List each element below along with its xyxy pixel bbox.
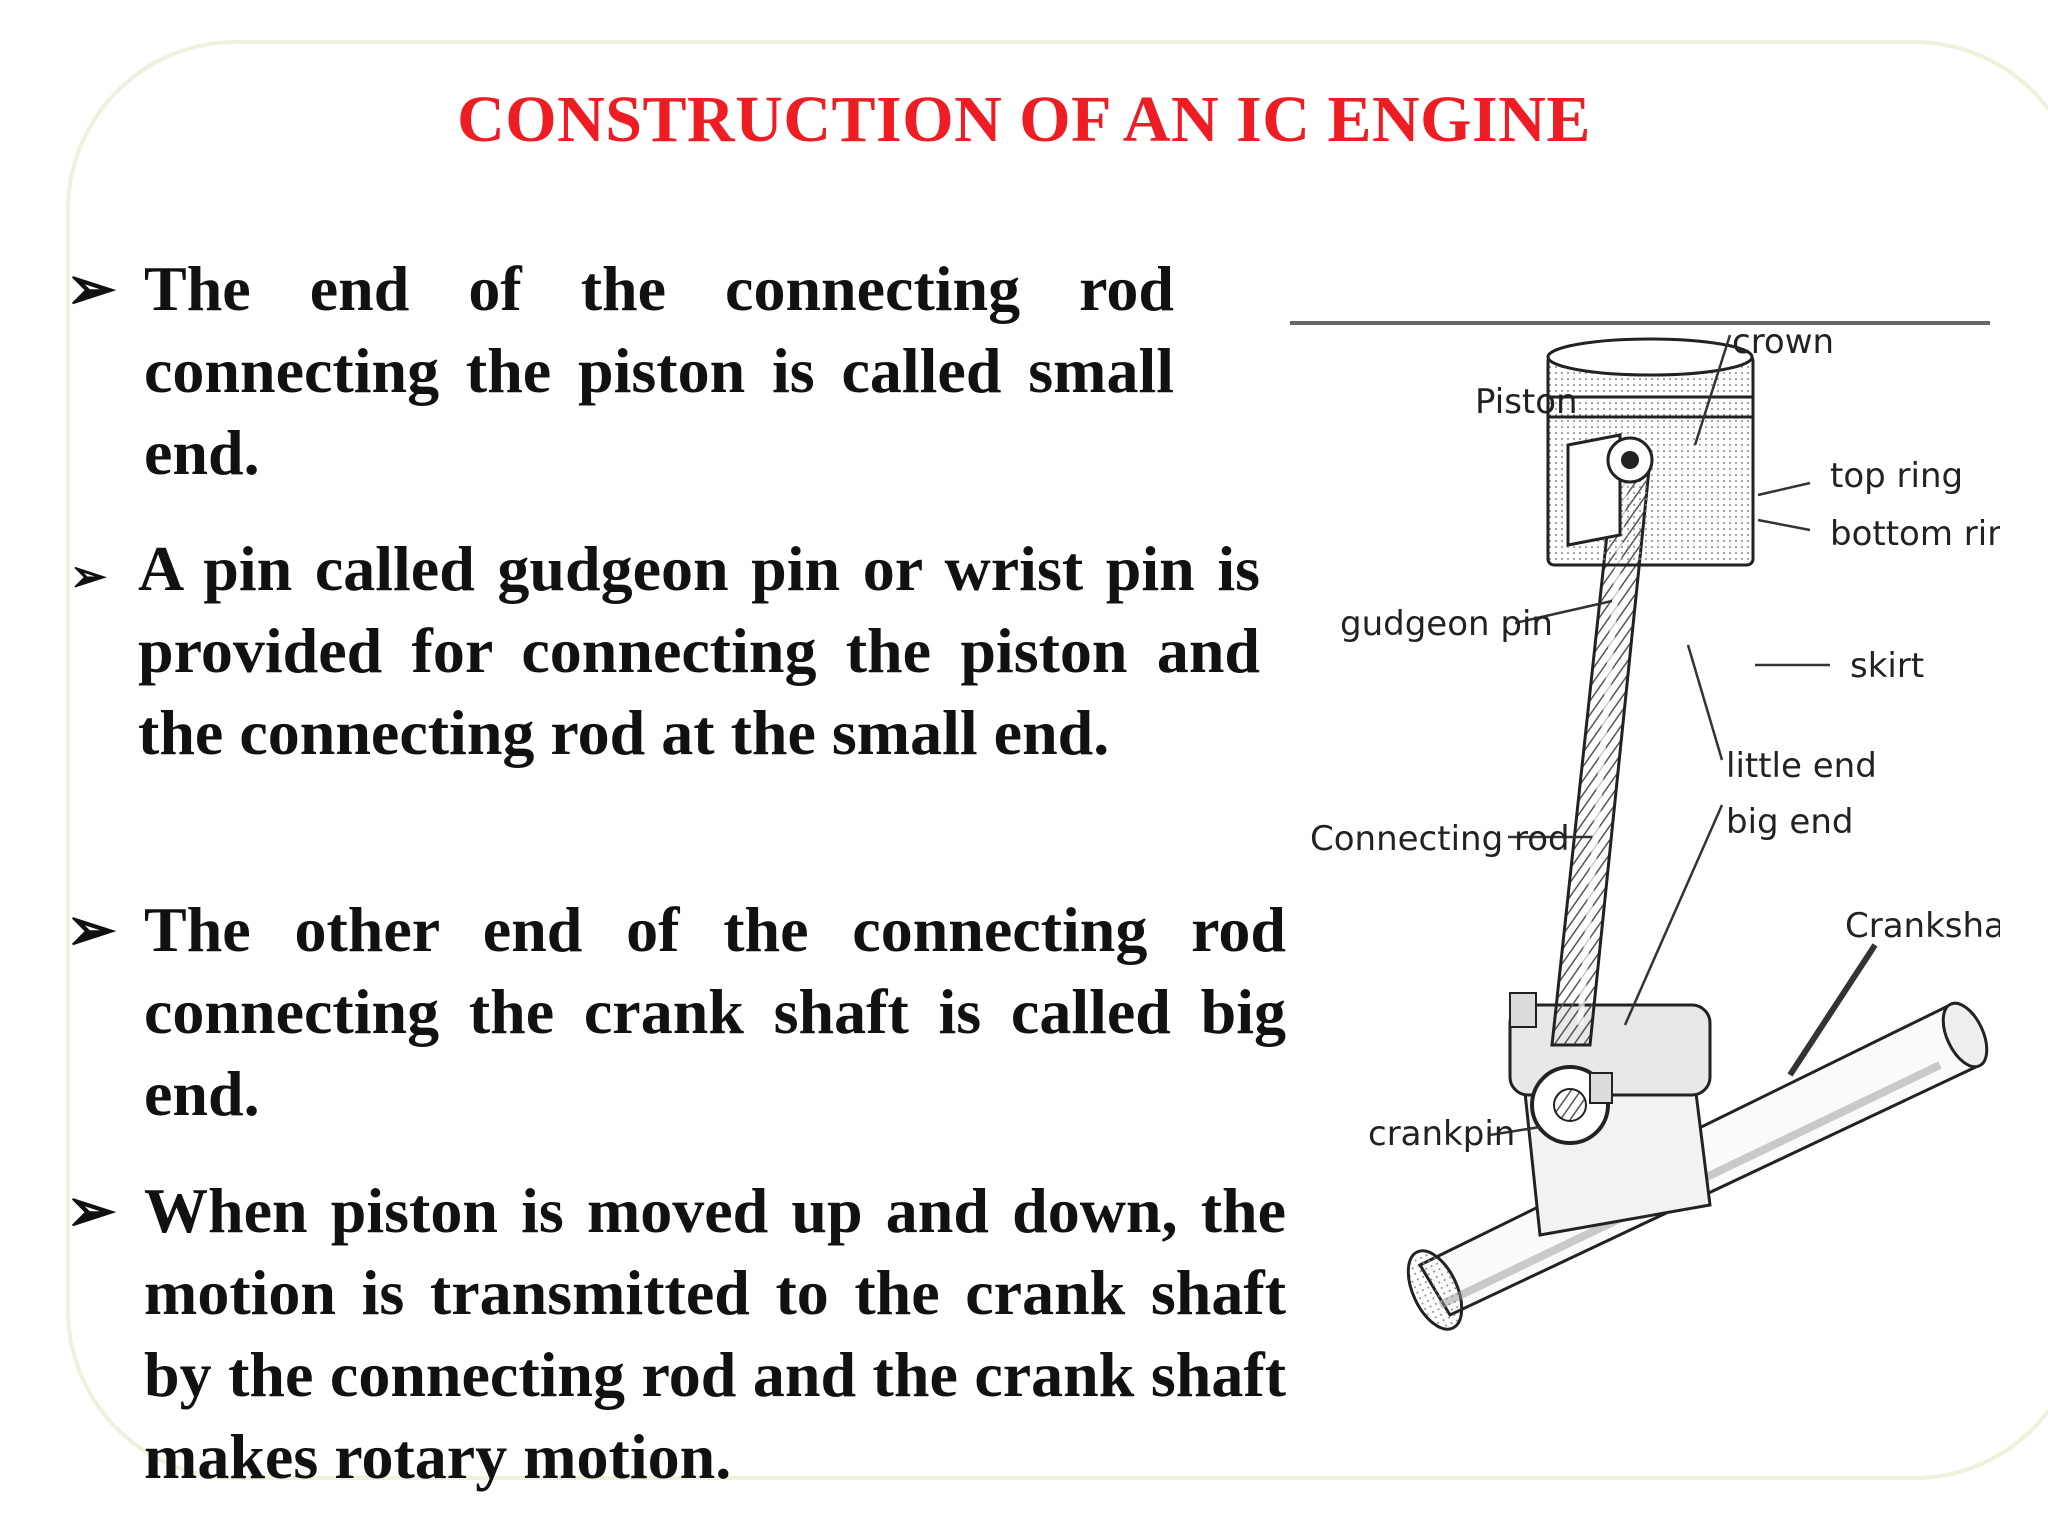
big-end-leader [1623,804,1724,1026]
label-little-end: little end [1726,746,1877,786]
bullet-text: The other end of the connecting rod conn… [144,894,1286,1129]
label-bottom-ring: bottom ring [1830,514,2000,554]
label-gudgeon-pin: gudgeon pin [1340,604,1553,644]
gudgeon-pin-leader [1514,599,1613,625]
crankshaft-leader [1787,943,1878,1077]
crown-leader [1693,334,1732,446]
bullet-4: ➢ When piston is moved up and down, the … [66,1170,1286,1498]
slide-frame [66,40,2048,1480]
crankpin-leader [1489,1125,1541,1137]
label-skirt: skirt [1850,646,1924,686]
bullet-text: When piston is moved up and down, the mo… [144,1175,1286,1492]
little-end-leader [1686,644,1724,761]
label-connecting-rod: Connecting rod [1310,819,1570,859]
top-ring-leader [1757,481,1811,497]
label-piston: Piston [1475,382,1578,422]
bullet-arrow-icon: ➢ [70,552,107,601]
slide-title: CONSTRUCTION OF AN IC ENGINE [457,83,1591,156]
bullet-arrow-icon: ➢ [66,256,117,322]
bullet-text: A pin called gudgeon pin or wrist pin is… [138,533,1260,768]
bullet-3: ➢ The other end of the connecting rod co… [66,889,1286,1135]
bullet-1: ➢ The end of the connecting rod connecti… [66,248,1174,494]
label-crankshaft: Crankshaft [1845,906,2000,946]
bullet-arrow-icon: ➢ [66,1178,117,1244]
piston-diagram: crown Piston top ring bottom ring gudgeo… [1290,305,2030,1335]
bullet-arrow-icon: ➢ [66,897,117,963]
label-crankpin: crankpin [1368,1114,1515,1154]
label-crown: crown [1732,322,1834,362]
bullet-2: ➢ A pin called gudgeon pin or wrist pin … [70,528,1260,774]
label-top-ring: top ring [1830,456,1963,496]
piston-shape [1546,337,1755,567]
bottom-ring-leader [1757,518,1811,532]
bullet-text: The end of the connecting rod connecting… [144,253,1174,488]
label-big-end: big end [1726,802,1853,842]
big-end-shape [1508,992,1712,1237]
